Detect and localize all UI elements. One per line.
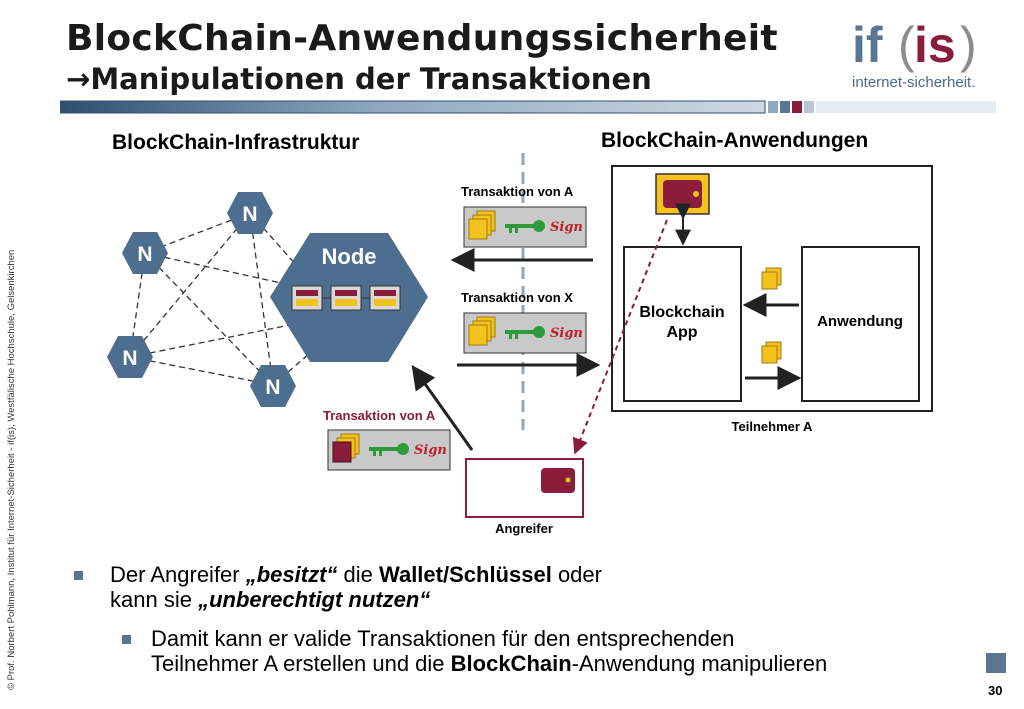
- slide-title: BlockChain-Anwendungssicherheit: [66, 18, 778, 59]
- bullet-2-line-1: Damit kann er valide Transaktionen für d…: [151, 626, 735, 651]
- node-label: Node: [322, 244, 377, 269]
- copyright-vertical: © Prof. Norbert Pohlmann, Institut für I…: [6, 249, 17, 690]
- sign-text: Sign: [414, 443, 447, 458]
- peer-node-bottom: N: [250, 365, 296, 407]
- sign-text: Sign: [550, 326, 583, 341]
- svg-text:N: N: [242, 203, 257, 226]
- peer-node-top: N: [227, 192, 273, 234]
- applications-heading: BlockChain-Anwendungen: [601, 129, 868, 152]
- wallet-attacker: [541, 468, 575, 493]
- theft-arrow: [572, 219, 668, 455]
- anwendung-label: Anwendung: [817, 313, 903, 330]
- participant-label: Teilnehmer A: [732, 419, 814, 434]
- coins-lower: [761, 341, 782, 364]
- key-icon: [505, 326, 545, 339]
- tx-x-label: Transaktion von X: [461, 290, 573, 305]
- footer-square: [986, 653, 1006, 673]
- arrow-right-icon: →: [66, 62, 91, 96]
- svg-text:N: N: [137, 243, 152, 266]
- tx-a-top-label: Transaktion von A: [461, 184, 574, 199]
- transaction-a-top: Sign: [463, 206, 587, 248]
- bullet-1-line-2: kann sie „unberechtigt nutzen“: [110, 587, 431, 612]
- anwendung-box: [801, 246, 920, 402]
- blockchain-app-label-2: App: [666, 324, 697, 341]
- arrow-attacker-to-node: [411, 365, 474, 451]
- logo-if: if: [852, 17, 883, 73]
- transaction-x: Sign: [463, 312, 587, 354]
- slide-subtitle: →Manipulationen der Transaktionen: [66, 62, 652, 96]
- main-node: Node: [270, 233, 428, 362]
- bullet-marker: [74, 571, 83, 580]
- svg-text:N: N: [265, 376, 280, 399]
- logo-open-paren: (: [898, 17, 915, 73]
- logo-is: is: [914, 17, 956, 73]
- peer-node-left: N: [122, 232, 168, 274]
- key-icon: [369, 443, 409, 456]
- infrastructure-heading: BlockChain-Infrastruktur: [112, 131, 359, 154]
- block-chain-icon: [291, 285, 401, 311]
- bullet-1-line-1: Der Angreifer „besitzt“ die Wallet/Schlü…: [110, 562, 602, 587]
- attacker-label: Angreifer: [495, 521, 553, 536]
- header-divider: [60, 100, 996, 114]
- peer-node-bottom-left: N: [107, 336, 153, 378]
- bullet-2-line-2: Teilnehmer A erstellen und die BlockChai…: [151, 651, 828, 676]
- bullet-marker: [122, 635, 131, 644]
- coins-upper: [761, 267, 782, 290]
- subtitle-text: Manipulationen der Transaktionen: [90, 62, 652, 96]
- blockchain-app-box: [623, 246, 742, 402]
- wallet-participant: [655, 173, 710, 215]
- blockchain-app-label-1: Blockchain: [639, 304, 724, 321]
- sign-text: Sign: [550, 220, 583, 235]
- page-number: 30: [988, 683, 1003, 698]
- key-icon: [505, 220, 545, 233]
- tx-a-attacker-label: Transaktion von A: [323, 408, 436, 423]
- svg-text:N: N: [122, 347, 137, 370]
- logo-tagline: internet-sicherheit.: [852, 74, 976, 91]
- blockchain-diagram: BlockChain-Infrastruktur BlockChain-Anwe…: [107, 129, 933, 536]
- ifis-logo: if ( is ): [852, 17, 977, 73]
- transaction-a-attacker: Sign: [327, 429, 451, 471]
- logo-close-paren: ): [960, 17, 977, 73]
